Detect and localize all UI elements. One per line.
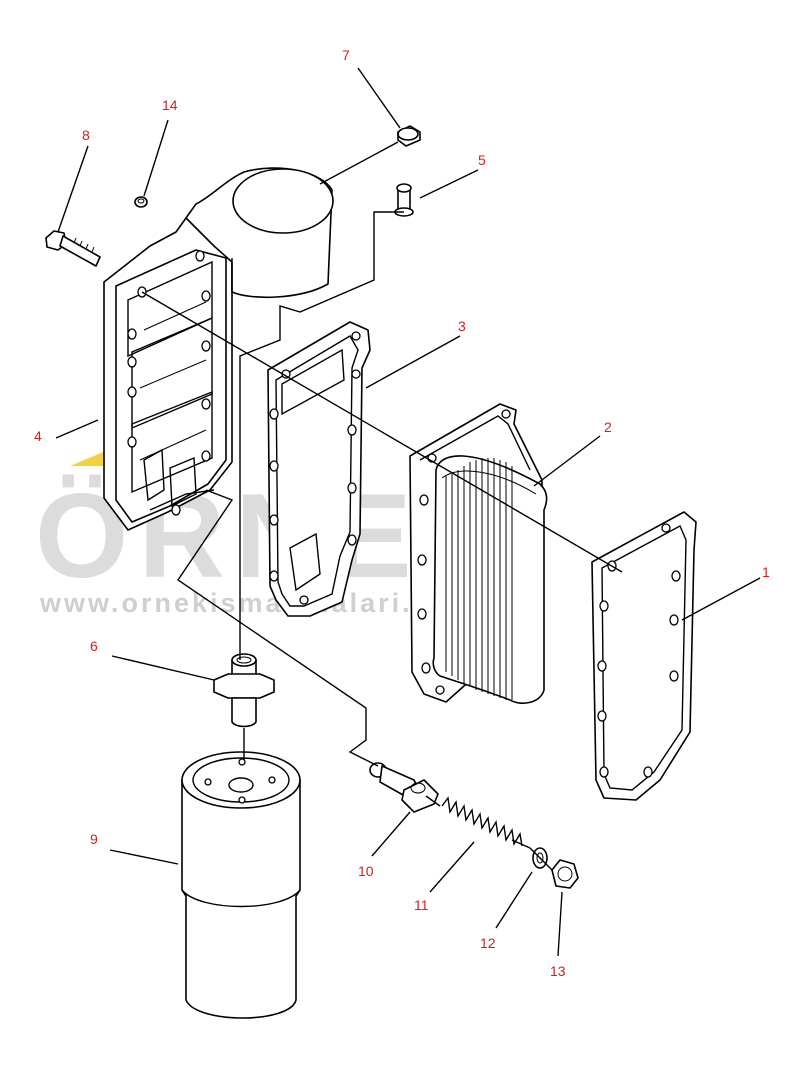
callout-7: 7 xyxy=(342,47,350,63)
part-4-housing xyxy=(103,167,334,531)
callout-2: 2 xyxy=(604,419,612,435)
part-13-plug-nut xyxy=(551,859,579,889)
leader-lines xyxy=(55,67,761,957)
callout-3: 3 xyxy=(458,318,466,334)
callout-labels: 1 2 3 4 5 6 7 8 9 10 11 12 13 14 xyxy=(34,47,770,979)
part-3-gasket xyxy=(267,321,371,617)
callout-14: 14 xyxy=(162,97,178,113)
part-2-cooler-core xyxy=(409,403,548,704)
callout-10: 10 xyxy=(358,863,374,879)
assembly-lines xyxy=(141,211,623,871)
part-14-plug xyxy=(134,196,148,208)
callout-12: 12 xyxy=(480,935,496,951)
callout-11: 11 xyxy=(414,897,429,913)
callout-8: 8 xyxy=(82,127,90,143)
part-5-sleeve xyxy=(394,183,414,217)
part-11-spring xyxy=(441,796,531,849)
callout-4: 4 xyxy=(34,428,42,444)
callout-5: 5 xyxy=(478,152,486,168)
callout-1: 1 xyxy=(762,564,770,580)
part-8-bolt xyxy=(45,230,101,267)
callout-9: 9 xyxy=(90,831,98,847)
part-9-filter xyxy=(181,751,301,1019)
part-10-plunger xyxy=(369,762,439,813)
part-1-gasket xyxy=(591,511,697,801)
callout-13: 13 xyxy=(550,963,566,979)
part-6-nipple xyxy=(213,653,275,728)
part-7-cap xyxy=(397,125,421,147)
callout-6: 6 xyxy=(90,638,98,654)
